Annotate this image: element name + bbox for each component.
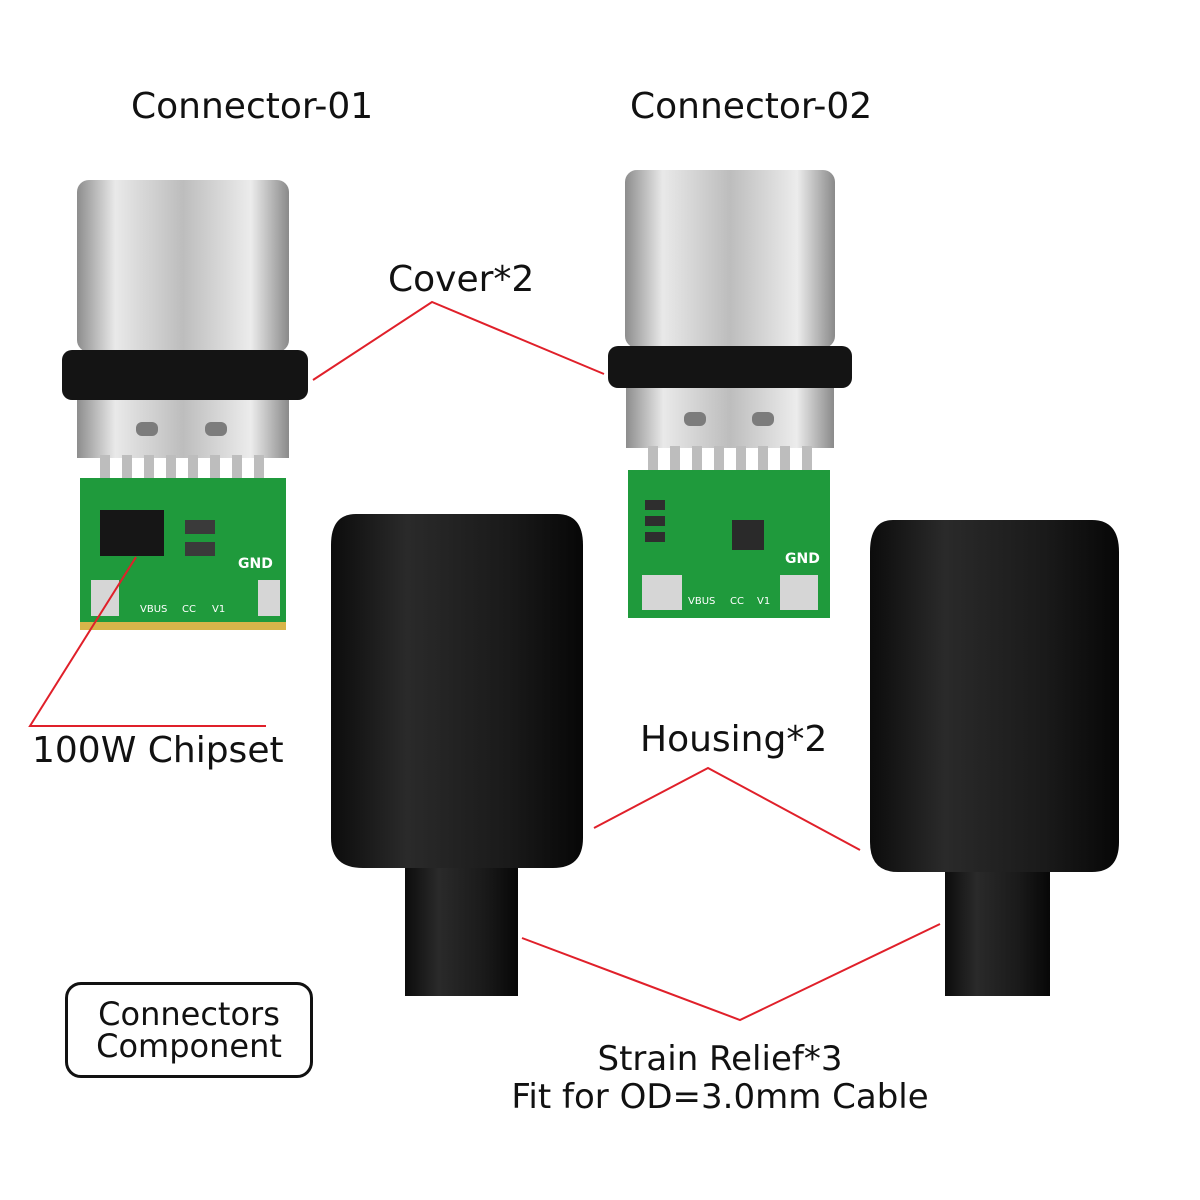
component-box-line-1: Connectors [98, 995, 280, 1033]
connector-01-label: Connector-01 [131, 86, 374, 127]
housing-left [331, 514, 583, 996]
connector-01-chipset [100, 510, 164, 556]
connector-02-solder-pad [780, 575, 818, 610]
connector-02-plug-shell [625, 170, 835, 348]
connector-01-cc-silk: CC [182, 604, 196, 615]
housing-left-strain-relief [405, 860, 518, 996]
connector-01-solder-pad [258, 580, 280, 616]
housing-label: Housing*2 [640, 719, 828, 760]
connector-02-gnd-silk: GND [785, 551, 820, 567]
connector-02-cover-ring [608, 346, 852, 388]
housing-right-strain-relief [945, 860, 1050, 996]
connector-02-vbus-silk: VBUS [688, 596, 715, 607]
connector-01-resistor [185, 542, 215, 556]
connector-02-pins [648, 446, 812, 488]
connector-02-pin-rivet [684, 412, 706, 426]
connector-02-pad-row [645, 516, 665, 526]
connector-01-solder-pad [91, 580, 119, 616]
cover-leader-line [312, 300, 605, 381]
chipset-label: 100W Chipset [32, 730, 284, 771]
connector-02-v1-silk: V1 [757, 596, 770, 607]
connector-01-gnd-silk: GND [238, 556, 273, 572]
strain-relief-caption: Strain Relief*3 Fit for OD=3.0mm Cable [460, 1040, 980, 1116]
connector-01-pin-rivet [205, 422, 227, 436]
connector-02-pin-rivet [752, 412, 774, 426]
connector-02-cc-silk: CC [730, 596, 744, 607]
strain-relief-label: Strain Relief*3 [597, 1039, 843, 1079]
cable-fit-note: Fit for OD=3.0mm Cable [511, 1077, 929, 1117]
connector-01-v1-silk: V1 [212, 604, 225, 615]
connector-01-pins [100, 455, 264, 495]
connector-02-solder-pad [642, 575, 682, 610]
connector-02-component [732, 520, 764, 550]
connector-01-plug-shell [77, 180, 289, 352]
connector-01-pcb-edge [80, 622, 286, 630]
housing-leader-line [593, 766, 861, 851]
connector-01: GND VBUS CC V1 [62, 180, 308, 630]
housing-right-body [870, 520, 1119, 872]
connector-02: GND VBUS CC V1 [608, 170, 852, 618]
connectors-component-box: Connectors Component [65, 982, 313, 1078]
chipset-leader-line [28, 556, 266, 727]
connector-02-pad-row [645, 500, 665, 510]
cover-label: Cover*2 [388, 259, 535, 300]
housing-right [870, 520, 1119, 996]
connector-01-mid-shell [77, 400, 289, 458]
connector-01-resistor [185, 520, 215, 534]
strain-relief-leader-line [521, 923, 941, 1022]
connector-01-pin-rivet [136, 422, 158, 436]
connector-02-pad-row [645, 532, 665, 542]
component-box-line-2: Component [96, 1027, 282, 1065]
leader-lines [28, 300, 941, 1022]
housing-left-body [331, 514, 583, 868]
connector-02-mid-shell [626, 388, 834, 448]
connector-01-vbus-silk: VBUS [140, 604, 167, 615]
connector-02-label: Connector-02 [630, 86, 873, 127]
connector-01-cover-ring [62, 350, 308, 400]
